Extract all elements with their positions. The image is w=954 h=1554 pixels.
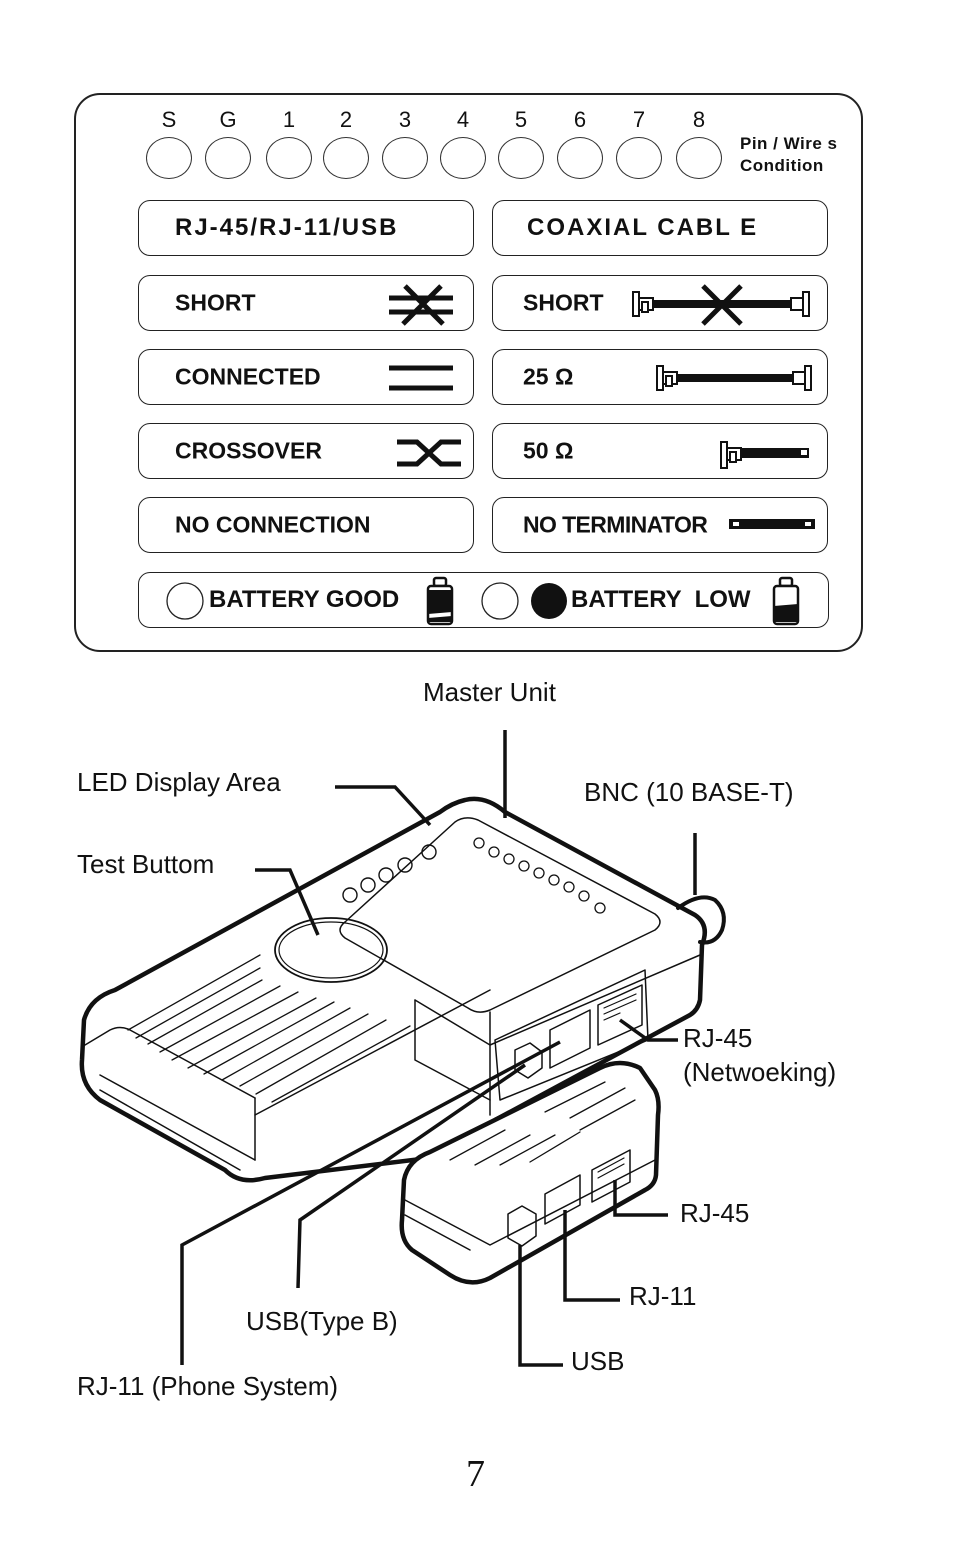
pin-led-indicator — [146, 137, 192, 179]
coax-header-label: COAXIAL CABL E — [527, 214, 759, 241]
callout-usb-remote: USB — [571, 1346, 625, 1376]
rj-crossover-row: CROSSOVER — [138, 423, 474, 479]
remote-rj11-port — [544, 1174, 581, 1225]
battery-low-led-on — [531, 583, 567, 619]
rj-short-label: SHORT — [175, 289, 256, 316]
rj-header-label: RJ-45/RJ-11/USB — [175, 214, 399, 241]
pin-label: 4 — [456, 107, 470, 132]
callout-usb-type-b: USB(Type B) — [246, 1306, 398, 1336]
test-button — [274, 917, 388, 983]
callout-rj45-networking-2: (Netwoeking) — [683, 1057, 837, 1087]
pin-label: G — [219, 107, 237, 132]
leader-test-button — [255, 868, 320, 936]
pin-led-indicator — [498, 137, 544, 179]
coax-no-terminator-row: NO TERMINATOR — [492, 497, 828, 553]
rj-crossover-label: CROSSOVER — [175, 437, 322, 464]
rj-no-connection-row: NO CONNECTION — [138, 497, 474, 553]
leader-rj45-master — [618, 1018, 678, 1042]
pin-label: 7 — [632, 107, 646, 132]
rj-connected-row: CONNECTED — [138, 349, 474, 405]
callout-led-display-area: LED Display Area — [77, 767, 281, 797]
battery-low-icon — [772, 576, 800, 626]
coax-short-label: SHORT — [523, 289, 604, 316]
short-wires-icon — [389, 284, 453, 326]
pin-led-indicator — [676, 137, 722, 179]
battery-low-label: BATTERY LOW — [571, 586, 751, 613]
connected-wires-icon — [389, 365, 453, 391]
battery-good-led — [166, 582, 204, 620]
remote-usb-port — [507, 1205, 537, 1247]
leader-rj11-remote — [563, 1210, 620, 1302]
leader-usb-type-b — [296, 1063, 526, 1289]
crossover-wires-icon — [397, 439, 461, 467]
pin-led-indicator — [382, 137, 428, 179]
coax-50-ohm-label: 50 Ω — [523, 437, 574, 464]
rj-short-row: SHORT — [138, 275, 474, 331]
coax-no-terminator-label: NO TERMINATOR — [523, 511, 708, 538]
remote-unit-body — [399, 1060, 661, 1285]
callout-rj45-remote: RJ-45 — [680, 1198, 750, 1228]
rj-connected-label: CONNECTED — [175, 363, 321, 390]
pin-led-indicator — [440, 137, 486, 179]
master-rj45-port — [597, 984, 643, 1046]
pin-wire-condition-legend: Pin / Wire s Condition — [740, 133, 837, 177]
pin-legend-line-2: Condition — [740, 156, 824, 175]
battery-low-led-off — [481, 582, 519, 620]
rj-no-connection-label: NO CONNECTION — [175, 511, 371, 538]
coax-50-ohm-row: 50 Ω — [492, 423, 828, 479]
coax-no-terminator-icon — [729, 519, 815, 529]
leader-usb-remote — [518, 1245, 563, 1367]
callout-bnc: BNC (10 BASE-T) — [584, 777, 794, 807]
master-unit-body — [79, 796, 708, 1183]
callout-rj11-phone-system: RJ-11 (Phone System) — [77, 1371, 339, 1401]
battery-status-row: BATTERY GOOD BATTERY LOW — [138, 572, 829, 628]
pin-led-indicator — [323, 137, 369, 179]
page-number: 7 — [466, 1453, 485, 1495]
led-display-area — [339, 817, 661, 1013]
pin-legend-line-1: Pin / Wire s — [740, 134, 838, 153]
leader-rj11-phone — [180, 1040, 561, 1365]
coaxial-cable-header: COAXIAL CABL E — [492, 200, 828, 256]
pin-led-indicator — [266, 137, 312, 179]
pin-led-indicator — [616, 137, 662, 179]
coax-25-ohm-row: 25 Ω — [492, 349, 828, 405]
pin-label: 3 — [398, 107, 412, 132]
coax-50-ohm-icon — [720, 441, 809, 469]
leader-led-display — [335, 785, 432, 827]
pin-label: S — [161, 107, 177, 132]
pin-led-indicator — [205, 137, 251, 179]
coax-short-icon — [632, 284, 810, 326]
pin-label: 8 — [692, 107, 706, 132]
bnc-connector — [676, 895, 726, 945]
coax-25-ohm-icon — [656, 365, 812, 391]
callout-master-unit: Master Unit — [423, 677, 556, 707]
pin-label: 5 — [514, 107, 528, 132]
battery-full-icon — [426, 576, 454, 626]
callout-test-button: Test Buttom — [77, 849, 215, 879]
callout-rj45-networking-1: RJ-45 — [683, 1023, 753, 1053]
led-legend-panel — [74, 93, 863, 652]
coax-short-row: SHORT — [492, 275, 828, 331]
remote-rj45-port — [591, 1149, 631, 1203]
battery-good-label: BATTERY GOOD — [209, 586, 400, 613]
pin-label: 1 — [282, 107, 296, 132]
coax-25-ohm-label: 25 Ω — [523, 363, 574, 390]
callout-rj11-remote: RJ-11 — [629, 1281, 697, 1311]
leader-rj45-remote — [613, 1180, 668, 1217]
pin-label: 6 — [573, 107, 587, 132]
rj45-rj11-usb-header: RJ-45/RJ-11/USB — [138, 200, 474, 256]
master-rj11-port — [549, 1009, 591, 1069]
pin-label: 2 — [339, 107, 353, 132]
pin-led-indicator — [557, 137, 603, 179]
